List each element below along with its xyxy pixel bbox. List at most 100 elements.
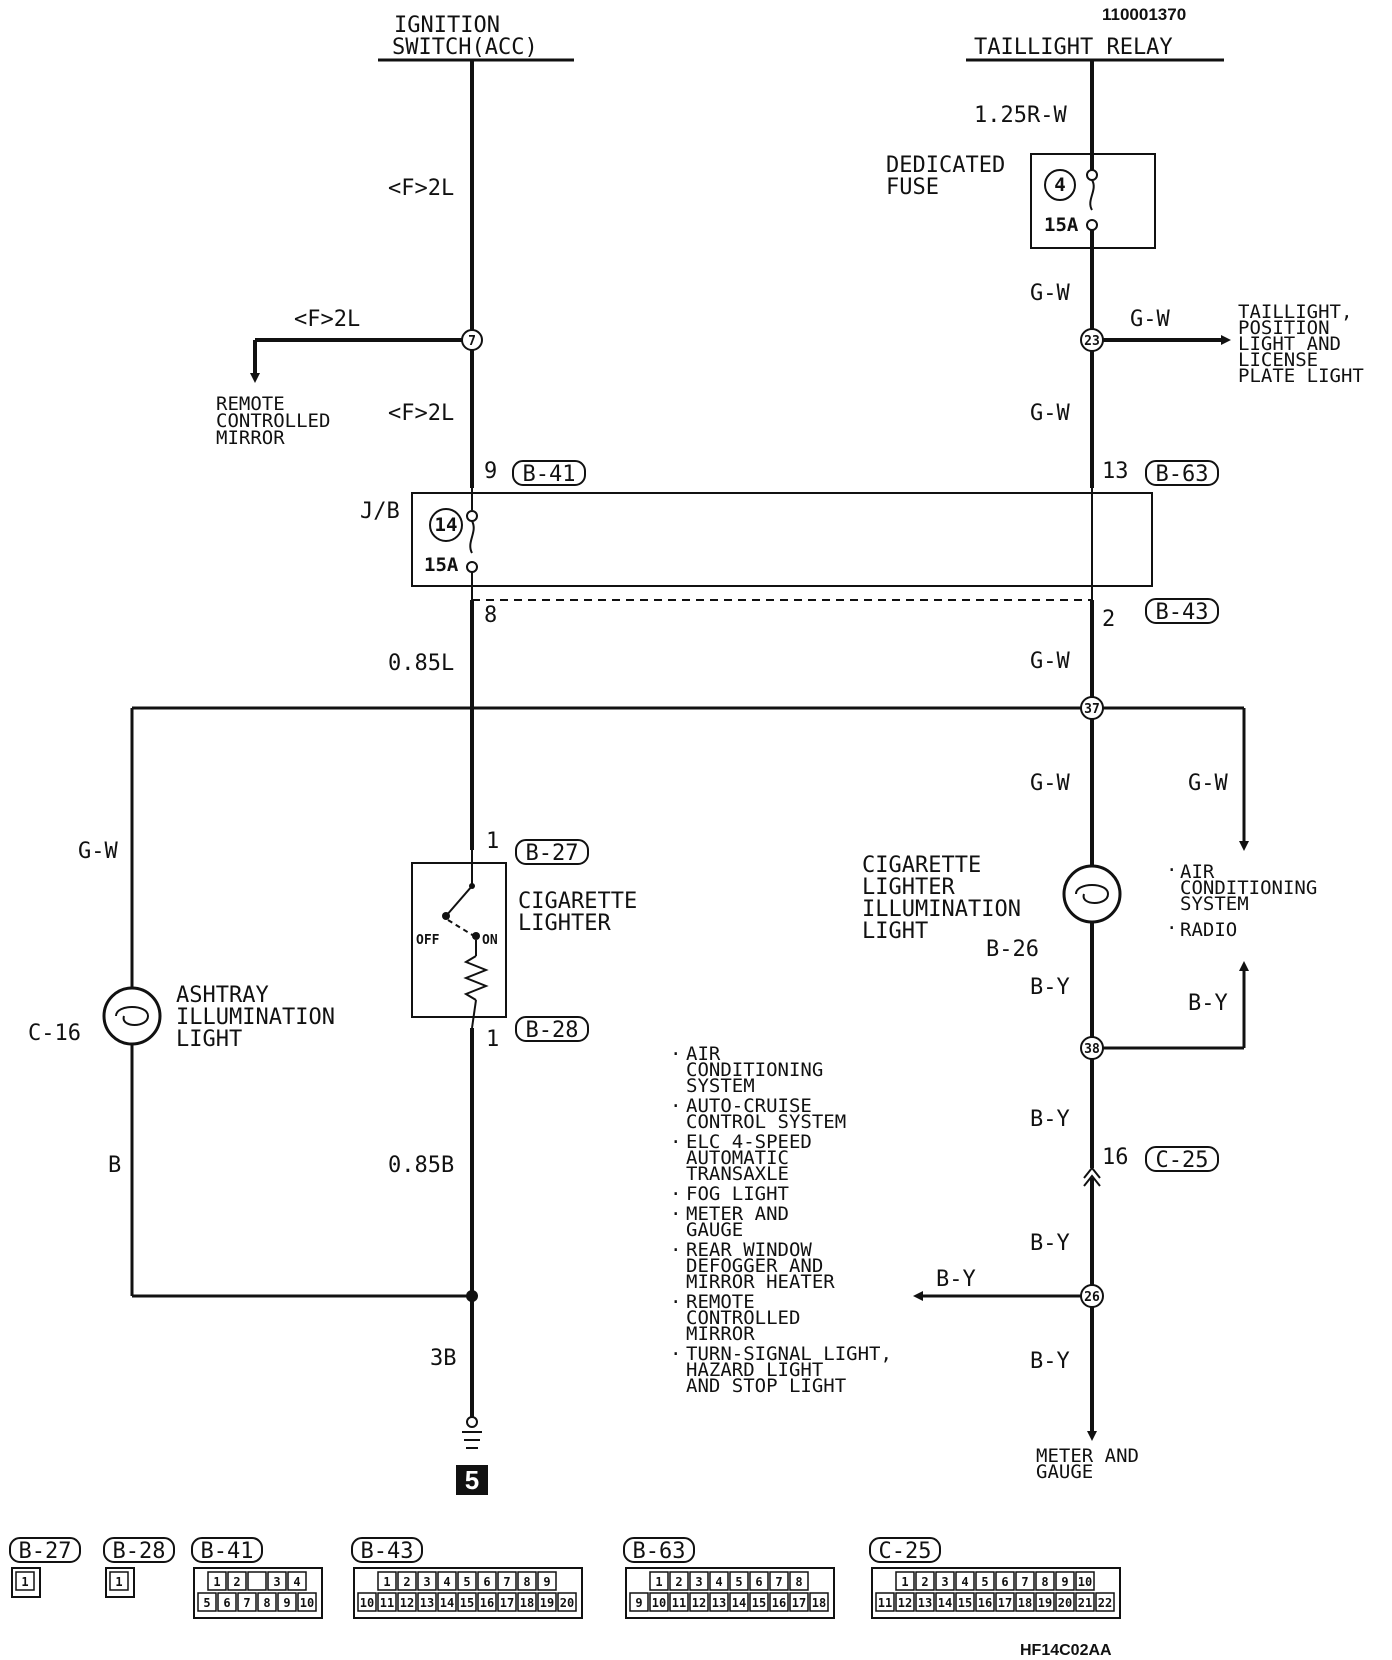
splice-23-label: 23 [1084, 334, 1100, 349]
connector-pin-cell [895, 1571, 915, 1591]
connector-pin-cell [955, 1592, 975, 1612]
connector-pin-cell [1095, 1592, 1115, 1612]
taillight-dest-1: TAILLIGHT, [1238, 301, 1352, 323]
b63-label: B-63 [1156, 462, 1209, 487]
connector-pin-number: 6 [755, 1575, 762, 1589]
connector-pin-cell [769, 1571, 789, 1591]
wire-label-gw-23-branch: G-W [1130, 307, 1170, 332]
b28-box [515, 1016, 589, 1042]
wire-label-b-left: B [108, 1153, 121, 1178]
ground-number-box [456, 1465, 488, 1495]
connector-view-body [105, 1567, 135, 1598]
connector-pin-cell [749, 1592, 769, 1612]
system-list-item: MIRROR [686, 1323, 755, 1345]
connector-pin-number: 2 [921, 1575, 928, 1589]
connector-pin-cell [537, 1592, 557, 1612]
ignition-switch-label-1: IGNITION [394, 13, 500, 38]
connector-pin-cell [649, 1571, 669, 1591]
connector-pin-number: 7 [1021, 1575, 1028, 1589]
ac-radio-2: CONDITIONING [1180, 877, 1317, 899]
ac-radio-4: RADIO [1180, 919, 1237, 941]
b63-pin: 13 [1102, 459, 1129, 484]
connector-view-body [353, 1567, 583, 1619]
connector-pin-number: 20 [560, 1596, 574, 1610]
splice-37-label: 37 [1084, 702, 1100, 717]
system-list-item: REAR WINDOW [686, 1239, 812, 1261]
system-list-item: REMOTE [686, 1291, 755, 1313]
dedicated-fuse-terminal-top [1086, 169, 1098, 181]
connector-pin-cell [809, 1592, 829, 1612]
connector-pin-number: 1 [383, 1575, 390, 1589]
connector-pin-cell [769, 1592, 789, 1612]
connector-pin-cell [709, 1571, 729, 1591]
wire-label-gw-b43: G-W [1030, 649, 1070, 674]
connector-pin-cell [267, 1571, 287, 1591]
connector-view-label: B-41 [201, 1539, 254, 1564]
b27-pin: 1 [486, 829, 499, 854]
cig-illum-label-4: LIGHT [862, 919, 928, 944]
cig-illum-label-2: LIGHTER [862, 875, 955, 900]
connector-pin-cell [497, 1592, 517, 1612]
connector-pin-cell [729, 1571, 749, 1591]
system-list-item: MIRROR HEATER [686, 1271, 835, 1293]
connector-pin-cell [217, 1592, 237, 1612]
connector-pin-number: 6 [483, 1575, 490, 1589]
connector-pin-cell [517, 1592, 537, 1612]
lighter-off-label: OFF [416, 933, 440, 948]
splice-38-label: 38 [1084, 1042, 1100, 1057]
system-list-bullet: · [670, 1239, 681, 1261]
splice-26-label: 26 [1084, 1290, 1100, 1305]
connector-pin-cell [1035, 1592, 1055, 1612]
connector-pin-cell [629, 1592, 649, 1612]
connector-pin-cell [895, 1592, 915, 1612]
taillight-dest-4: LICENSE [1238, 349, 1318, 371]
jb-fuse-element [469, 520, 475, 554]
system-list-bullet: · [670, 1203, 681, 1225]
connector-pin-number: 5 [981, 1575, 988, 1589]
wire-label-by-2: B-Y [1030, 1107, 1070, 1132]
connector-view-label-box [9, 1537, 81, 1563]
wire-label-125rw: 1.25R-W [974, 103, 1067, 128]
taillight-dest-5: PLATE LIGHT [1238, 365, 1364, 387]
connector-pin-cell [1075, 1571, 1095, 1591]
connector-pin-cell [207, 1571, 227, 1591]
wire-label-3b: 3B [430, 1346, 457, 1371]
connector-pin-number: 12 [400, 1596, 414, 1610]
system-list-item: GAUGE [686, 1219, 743, 1241]
c25-connector-mark [1083, 1166, 1101, 1187]
connector-pin-cell [557, 1592, 577, 1612]
connector-view-label: B-27 [19, 1539, 72, 1564]
ground-junction-dot [466, 1290, 478, 1302]
connector-pin-cell [417, 1592, 437, 1612]
connector-pin-number: 5 [203, 1596, 210, 1610]
lighter-lead-bottom [471, 999, 477, 1029]
connector-view-body [871, 1567, 1121, 1619]
connector-pin-number: 16 [480, 1596, 494, 1610]
connector-pin-cell [1015, 1571, 1035, 1591]
connector-pin-cell [749, 1571, 769, 1591]
system-list-item: TURN-SIGNAL LIGHT, [686, 1343, 892, 1365]
connector-view-label: B-43 [361, 1539, 414, 1564]
connector-pin-number: 14 [440, 1596, 454, 1610]
system-list-item: FOG LIGHT [686, 1183, 789, 1205]
connector-pin-cell [1055, 1592, 1075, 1612]
connector-pin-cell [975, 1571, 995, 1591]
connector-pin-number: 7 [503, 1575, 510, 1589]
system-list-item: AUTOMATIC [686, 1147, 789, 1169]
ashtray-label-2: ILLUMINATION [176, 1005, 335, 1030]
connector-pin-cell [935, 1592, 955, 1612]
c25-label: C-25 [1156, 1148, 1209, 1173]
jb-fuse-number-circle [429, 508, 463, 542]
connector-pin-number: 18 [1018, 1596, 1032, 1610]
meter-gauge-1: METER AND [1036, 1445, 1139, 1467]
system-list-bullet: · [670, 1291, 681, 1313]
connector-pin-cell [669, 1571, 689, 1591]
jb-label: J/B [360, 499, 400, 524]
connector-pin-number: 2 [403, 1575, 410, 1589]
connector-pin-cell [457, 1571, 477, 1591]
connector-pin-cell [277, 1592, 297, 1612]
connector-pin-cell [975, 1592, 995, 1612]
connector-pin-cell [377, 1592, 397, 1612]
system-list-bullet: · [670, 1131, 681, 1153]
